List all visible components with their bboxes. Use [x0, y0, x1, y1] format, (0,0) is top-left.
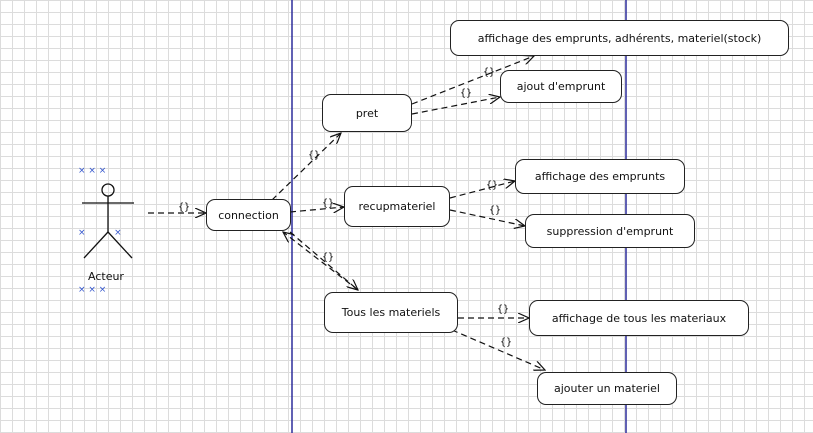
- edge-connection-tous: [289, 231, 358, 290]
- guard-label: {}: [486, 180, 499, 191]
- node-tous-materiels[interactable]: Tous les materiels: [324, 292, 458, 333]
- guard-label: {}: [308, 150, 321, 161]
- selection-handle-icon: × × ×: [78, 166, 107, 176]
- selection-handle-icon: × × ×: [78, 285, 107, 295]
- guard-label: {}: [178, 202, 191, 213]
- selection-handle-icon: × ×: [78, 228, 122, 238]
- edge-connection-pret: [271, 133, 341, 201]
- edge-tous-ajouter: [451, 329, 545, 370]
- guard-label: {}: [489, 205, 502, 216]
- edge-recup-affichage: [449, 181, 515, 199]
- guard-label: {}: [483, 67, 496, 78]
- edge-recup-suppression: [449, 209, 525, 226]
- node-recupmateriel[interactable]: recupmateriel: [344, 186, 450, 227]
- node-affichage-stock[interactable]: affichage des emprunts, adhérents, mater…: [450, 20, 789, 56]
- node-ajouter-materiel[interactable]: ajouter un materiel: [537, 372, 677, 405]
- node-ajout-emprunt[interactable]: ajout d'emprunt: [500, 70, 622, 103]
- edge-pret-affichage-stock: [411, 56, 534, 105]
- node-pret[interactable]: pret: [322, 94, 412, 132]
- edge-pret-ajout: [411, 97, 500, 115]
- guard-label: {}: [500, 337, 513, 348]
- node-affichage-emprunts[interactable]: affichage des emprunts: [515, 159, 685, 194]
- stick-figure-icon: [82, 183, 134, 259]
- guard-label: {}: [322, 198, 335, 209]
- guard-label: {}: [322, 252, 335, 263]
- node-affichage-materiaux[interactable]: affichage de tous les materiaux: [529, 300, 749, 336]
- actor-label: Acteur: [88, 270, 124, 283]
- node-connection[interactable]: connection: [206, 199, 291, 231]
- edge-tous-connection: [283, 232, 359, 291]
- guard-label: {}: [497, 304, 510, 315]
- edge-connection-recup: [289, 207, 344, 212]
- node-suppression-emprunt[interactable]: suppression d'emprunt: [525, 214, 695, 248]
- guard-label: {}: [460, 88, 473, 99]
